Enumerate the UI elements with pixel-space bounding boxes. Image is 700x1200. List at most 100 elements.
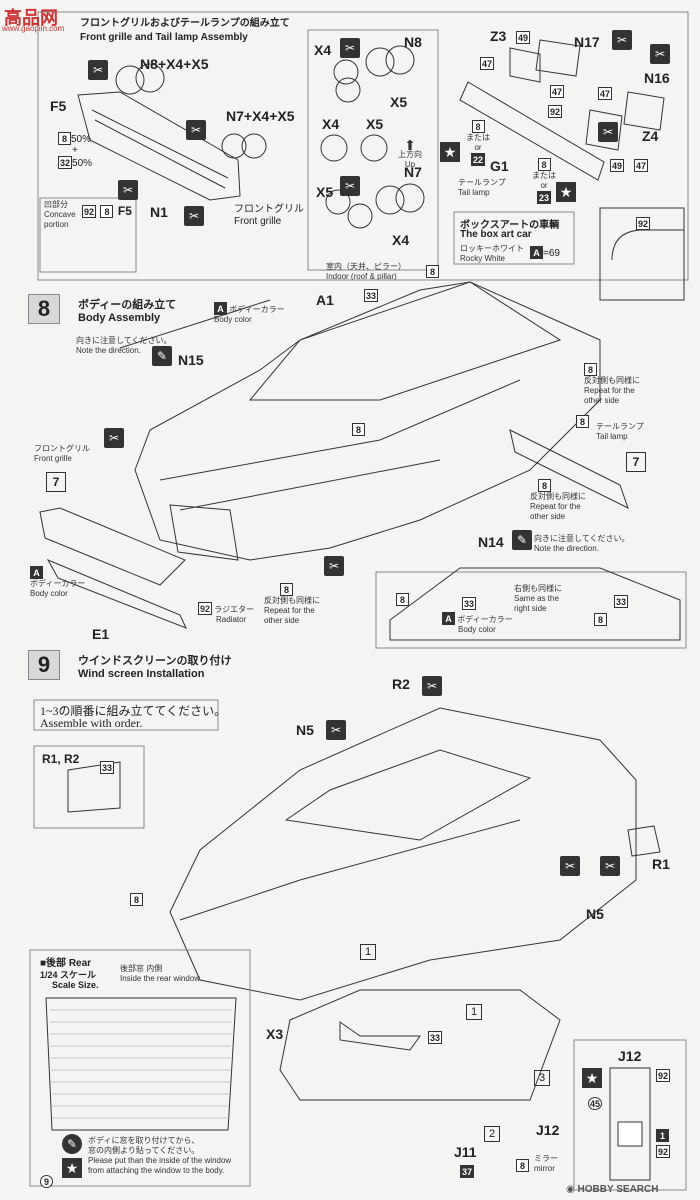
section9-title-jp: ウインドスクリーンの取り付け xyxy=(78,655,232,667)
step-number-9: 9 xyxy=(28,650,60,680)
part-z3: Z3 xyxy=(490,28,507,44)
headlamp-pairs xyxy=(115,45,425,229)
step-ref-7: 7 xyxy=(46,472,66,492)
code-8-mirror: 8 xyxy=(516,1156,529,1174)
part-j11: J11 xyxy=(454,1144,477,1160)
part-n16: N16 xyxy=(644,70,670,86)
section8-car-drawing xyxy=(39,281,629,629)
front-grille-jp: フロントグリル xyxy=(234,204,304,215)
section7-frame xyxy=(37,11,689,281)
code-47a: 47 xyxy=(480,57,495,70)
watermark-logo: 高品网 xyxy=(4,8,58,28)
star-icon: ★ xyxy=(556,182,576,202)
part-n1: N1 xyxy=(150,204,168,220)
part-x4c: X4 xyxy=(392,232,410,248)
hobby-search-logo-icon: ◉ xyxy=(566,1184,575,1195)
grille-f5-drawing xyxy=(77,91,241,201)
seq-2: 2 xyxy=(484,1126,500,1142)
star-icon: ★ xyxy=(62,1158,82,1178)
section9-title-en: Wind screen Installation xyxy=(78,668,205,680)
glue-icon: ✂ xyxy=(598,122,618,142)
part-a1: A1 xyxy=(316,292,334,308)
part-f5: F5 xyxy=(50,98,67,114)
front-grille-en: Front grille xyxy=(234,216,282,227)
code-47b: 47 xyxy=(550,85,565,98)
seq-3: 3 xyxy=(534,1070,550,1086)
order-note-jp: 1~3の順番に組み立ててください。 xyxy=(40,704,227,718)
brush-icon: ✎ xyxy=(512,530,532,550)
glue-icon: ✂ xyxy=(104,428,124,448)
concave-codes: 92 8 F5 xyxy=(82,204,132,218)
glue-icon: ✂ xyxy=(560,856,580,876)
brush-icon: ✎ xyxy=(62,1134,82,1154)
note-direction-2: 向きに注意してください。Note the direction. xyxy=(534,534,630,553)
attach-note: ボディに窓を取り付けてから、窓の内側より貼ってください。 Please put … xyxy=(88,1136,232,1175)
part-n8x4x5: N8+X4+X5 xyxy=(140,56,209,72)
part-j12: J12 xyxy=(536,1122,560,1138)
glue-icon: ✂ xyxy=(340,176,360,196)
section7-title-jp: フロントグリルおよびテールランプの組み立て xyxy=(80,18,290,29)
glue-icon: ✂ xyxy=(422,676,442,696)
part-x5c: X5 xyxy=(316,184,334,200)
code-1: 1 xyxy=(656,1126,669,1144)
part-n5: N5 xyxy=(296,722,314,738)
code-47d: 47 xyxy=(634,159,649,172)
brush-icon: ✎ xyxy=(152,346,172,366)
part-x3: X3 xyxy=(266,1026,284,1042)
rear-scale-jp: 1/24 スケール xyxy=(40,970,97,980)
step-number-8: 8 xyxy=(28,294,60,324)
code-8-window-b: 8 xyxy=(594,610,607,628)
star-icon: ★ xyxy=(440,142,460,162)
part-n7x4x5: N7+X4+X5 xyxy=(226,108,295,124)
rear-scale-en: Scale Size. xyxy=(52,980,99,990)
glue-icon: ✂ xyxy=(600,856,620,876)
code-33-window: 33 xyxy=(462,597,477,610)
code-8-repeat2: 8 xyxy=(538,476,551,494)
box-art-title-en: The box art car xyxy=(460,229,532,240)
order-note-en: Assemble with order. xyxy=(40,716,143,730)
seq-1b: 1 xyxy=(466,1004,482,1020)
glue-icon: ✂ xyxy=(186,120,206,140)
code-92: 92 xyxy=(548,105,563,118)
code-9: 9 xyxy=(40,1172,53,1190)
code-8b: 8 xyxy=(576,412,589,430)
glue-icon: ✂ xyxy=(88,60,108,80)
part-x5b: X5 xyxy=(366,116,384,132)
part-x5: X5 xyxy=(390,94,408,110)
code-47c: 47 xyxy=(598,87,613,100)
glue-icon: ✂ xyxy=(326,720,346,740)
code-45: 45 xyxy=(588,1097,603,1110)
interior-label: 室内（天井、ピラー）Indoor (roof & pillar) xyxy=(326,262,406,281)
tail-lamp-g1-drawing xyxy=(459,39,665,181)
code-8c: 8 xyxy=(352,420,365,438)
section7-title-en: Front grille and Tail lamp Assembly xyxy=(80,32,248,43)
code-49b: 49 xyxy=(610,159,625,172)
glue-icon: ✂ xyxy=(650,44,670,64)
part-g1: G1 xyxy=(490,158,509,174)
detail-code-92: 92 xyxy=(636,217,651,230)
glue-icon: ✂ xyxy=(340,38,360,58)
seq-1: 1 xyxy=(360,944,376,960)
box-art-code: A=69 xyxy=(530,246,560,259)
code-8-window: 8 xyxy=(396,590,409,608)
part-n14: N14 xyxy=(478,534,504,550)
part-x4b: X4 xyxy=(322,116,340,132)
star-icon: ★ xyxy=(582,1068,602,1088)
step-ref-7b: 7 xyxy=(626,452,646,472)
part-r1: R1 xyxy=(652,856,670,872)
section8-title-jp: ボディーの組み立て xyxy=(78,299,177,311)
rear-title: ■後部 Rear xyxy=(40,958,92,969)
